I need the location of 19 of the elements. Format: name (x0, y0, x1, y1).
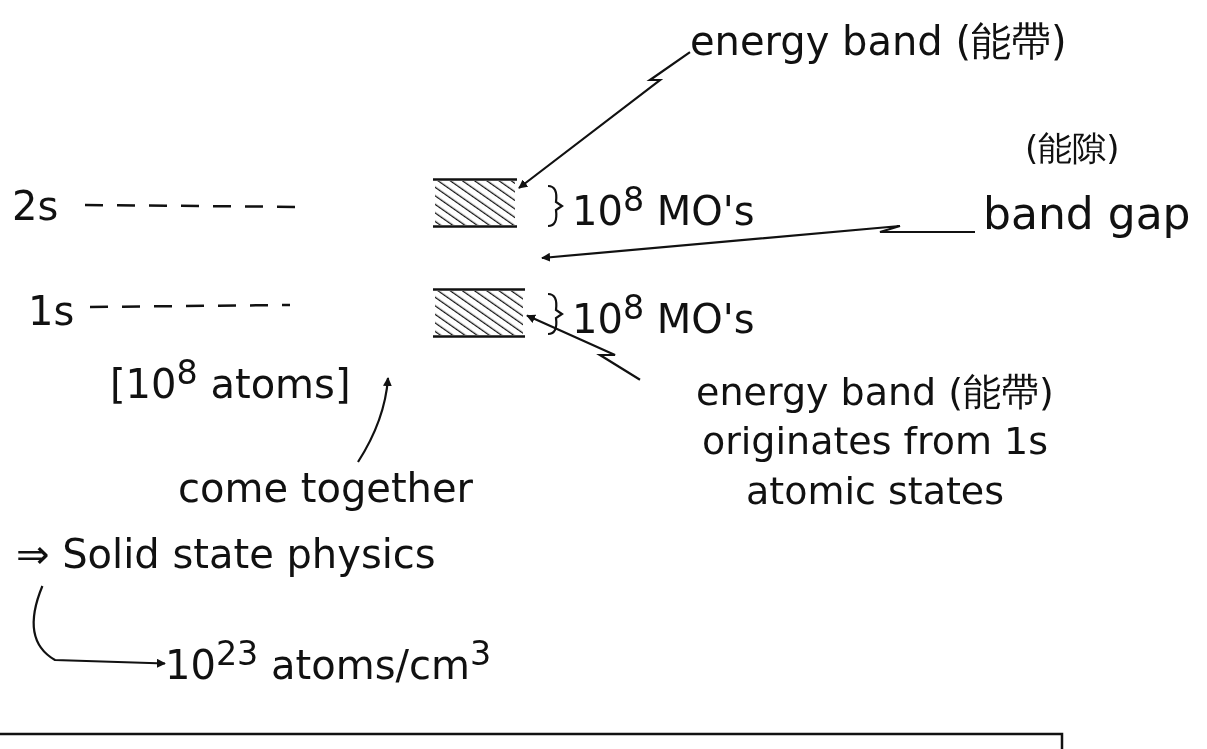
arrow (541, 224, 975, 262)
orbital-count-label: 10$^{8}$ MO's (572, 290, 755, 342)
annotation-text: energy band (能帶) originates from 1s atomic states (640, 368, 1110, 563)
annotation-text: come together (178, 462, 478, 520)
arrow (32, 585, 166, 668)
annotation-text: band gap (983, 190, 1191, 239)
annotation-text: ⇒ Solid state physics (16, 528, 456, 586)
arrow (518, 51, 691, 189)
annotation-text: (能隙) (1025, 130, 1120, 168)
atom-count-label: [10$^{8}$ atoms] (110, 355, 351, 407)
orbital-count-label: 10$^{8}$ MO's (572, 182, 755, 234)
level-label: 1s (28, 285, 83, 337)
level-label: 2s (12, 180, 72, 230)
hatched-band (433, 288, 525, 338)
hatched-band (433, 178, 517, 228)
arrow (526, 314, 641, 381)
annotation-text: 10$^{23}$ atoms/cm$^{3}$ (165, 632, 495, 702)
arrow (357, 377, 392, 463)
annotation-text: energy band (能帶) (690, 15, 1120, 77)
